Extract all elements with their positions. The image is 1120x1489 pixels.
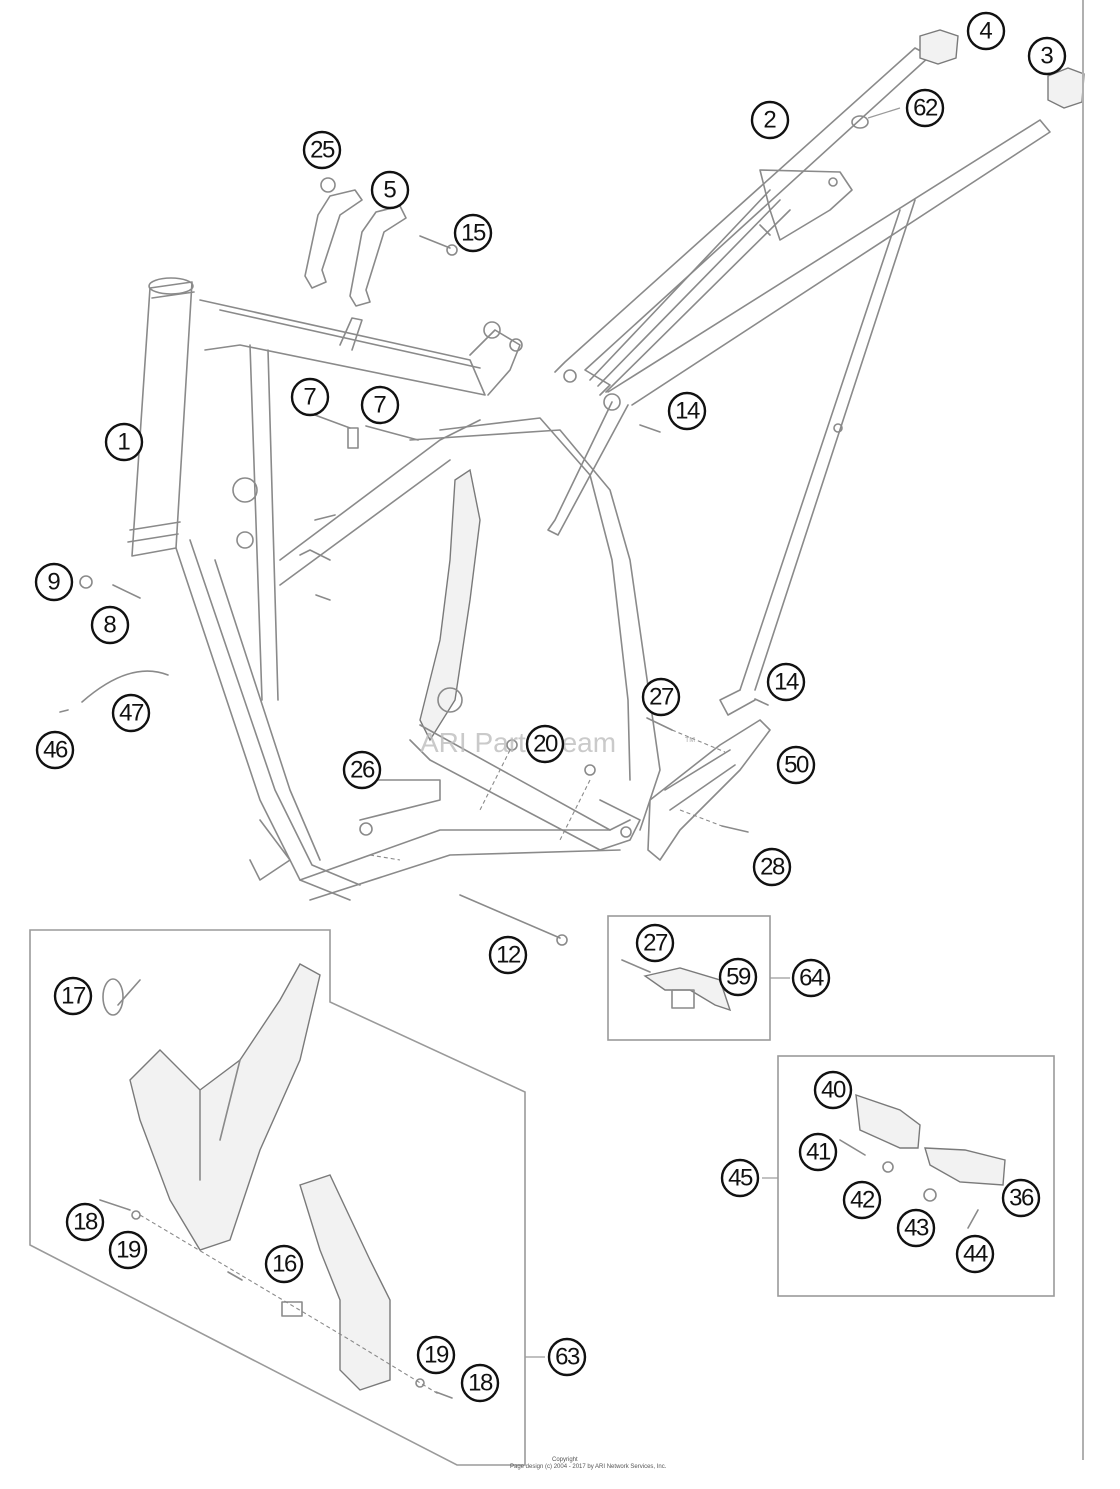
- callout-26[interactable]: 26: [342, 750, 382, 790]
- watermark-tm: TM: [685, 737, 695, 744]
- svg-text:28: 28: [760, 854, 785, 881]
- callout-14a[interactable]: 14: [667, 391, 707, 431]
- svg-text:18: 18: [468, 1370, 493, 1397]
- callout-7b[interactable]: 7: [360, 385, 400, 425]
- svg-text:44: 44: [963, 1241, 988, 1268]
- svg-text:1: 1: [117, 429, 130, 456]
- frame-protector-group: [29, 929, 545, 1466]
- svg-text:36: 36: [1009, 1185, 1034, 1212]
- svg-text:20: 20: [533, 731, 558, 758]
- chain-slider-group: [607, 915, 790, 1041]
- svg-text:18: 18: [73, 1209, 98, 1236]
- svg-text:42: 42: [850, 1187, 875, 1214]
- svg-text:2: 2: [763, 107, 776, 134]
- callout-20[interactable]: 20: [525, 724, 565, 764]
- svg-text:3: 3: [1040, 43, 1053, 70]
- callout-2[interactable]: 2: [750, 100, 790, 140]
- callout-4[interactable]: 4: [966, 11, 1006, 51]
- callout-14b[interactable]: 14: [766, 662, 806, 702]
- right-page-edge: [1082, 0, 1084, 1460]
- chain-guide-drawing: [647, 719, 771, 861]
- copyright-text: Page design (c) 2004 - 2017 by ARI Netwo…: [510, 1464, 667, 1470]
- svg-text:8: 8: [103, 612, 116, 639]
- svg-text:50: 50: [784, 752, 809, 779]
- svg-text:15: 15: [461, 220, 486, 247]
- svg-text:7: 7: [303, 384, 316, 411]
- frame-drawing: [127, 277, 661, 901]
- callout-12[interactable]: 12: [488, 935, 528, 975]
- callout-42[interactable]: 42: [842, 1180, 882, 1220]
- svg-text:27: 27: [643, 930, 668, 957]
- callout-45[interactable]: 45: [720, 1158, 760, 1198]
- callout-18a[interactable]: 18: [65, 1202, 105, 1242]
- callout-5[interactable]: 5: [370, 170, 410, 210]
- callout-8[interactable]: 8: [90, 605, 130, 645]
- svg-text:64: 64: [799, 965, 824, 992]
- callout-50[interactable]: 50: [776, 745, 816, 785]
- callout-36[interactable]: 36: [1001, 1178, 1041, 1218]
- callout-40[interactable]: 40: [813, 1070, 853, 1110]
- svg-text:45: 45: [728, 1165, 753, 1192]
- svg-text:40: 40: [821, 1077, 846, 1104]
- callout-64[interactable]: 64: [791, 958, 831, 998]
- callout-27b[interactable]: 27: [635, 923, 675, 963]
- svg-text:46: 46: [43, 737, 68, 764]
- callout-27a[interactable]: 27: [641, 677, 681, 717]
- svg-text:43: 43: [904, 1215, 929, 1242]
- callout-46[interactable]: 46: [35, 730, 75, 770]
- callout-25[interactable]: 25: [302, 130, 342, 170]
- svg-text:7: 7: [373, 392, 386, 419]
- svg-text:4: 4: [979, 18, 992, 45]
- callout-19a[interactable]: 19: [108, 1230, 148, 1270]
- watermark-text: ARI PartStream: [420, 727, 616, 758]
- copyright-label: Copyright: [552, 1457, 578, 1463]
- callout-62[interactable]: 62: [905, 88, 945, 128]
- callout-28[interactable]: 28: [752, 847, 792, 887]
- svg-text:26: 26: [350, 757, 375, 784]
- svg-text:14: 14: [675, 398, 700, 425]
- callout-3[interactable]: 3: [1027, 36, 1067, 76]
- subframe-drawing: [547, 29, 1085, 716]
- callout-18b[interactable]: 18: [460, 1363, 500, 1403]
- svg-text:41: 41: [806, 1139, 831, 1166]
- callout-16[interactable]: 16: [264, 1244, 304, 1284]
- svg-text:59: 59: [726, 964, 751, 991]
- callout-15[interactable]: 15: [453, 213, 493, 253]
- small-parts-left: [59, 424, 769, 946]
- svg-text:62: 62: [913, 95, 938, 122]
- footpeg-group: [762, 1055, 1055, 1297]
- callout-17[interactable]: 17: [53, 976, 93, 1016]
- callout-44[interactable]: 44: [955, 1234, 995, 1274]
- callout-1[interactable]: 1: [104, 422, 144, 462]
- svg-text:27: 27: [649, 684, 674, 711]
- callout-63[interactable]: 63: [547, 1337, 587, 1377]
- svg-text:5: 5: [383, 177, 396, 204]
- callout-9[interactable]: 9: [34, 562, 74, 602]
- callout-19b[interactable]: 19: [416, 1335, 456, 1375]
- svg-text:14: 14: [774, 669, 799, 696]
- svg-text:19: 19: [116, 1237, 141, 1264]
- callout-47[interactable]: 47: [111, 693, 151, 733]
- callout-7a[interactable]: 7: [290, 377, 330, 417]
- callout-59[interactable]: 59: [718, 957, 758, 997]
- svg-text:47: 47: [119, 700, 144, 727]
- callout-43[interactable]: 43: [896, 1208, 936, 1248]
- svg-text:16: 16: [272, 1251, 297, 1278]
- svg-text:25: 25: [310, 137, 335, 164]
- svg-text:19: 19: [424, 1342, 449, 1369]
- svg-text:63: 63: [555, 1344, 580, 1371]
- svg-text:9: 9: [47, 569, 60, 596]
- svg-text:17: 17: [61, 983, 86, 1010]
- callout-41[interactable]: 41: [798, 1132, 838, 1172]
- svg-text:12: 12: [496, 942, 521, 969]
